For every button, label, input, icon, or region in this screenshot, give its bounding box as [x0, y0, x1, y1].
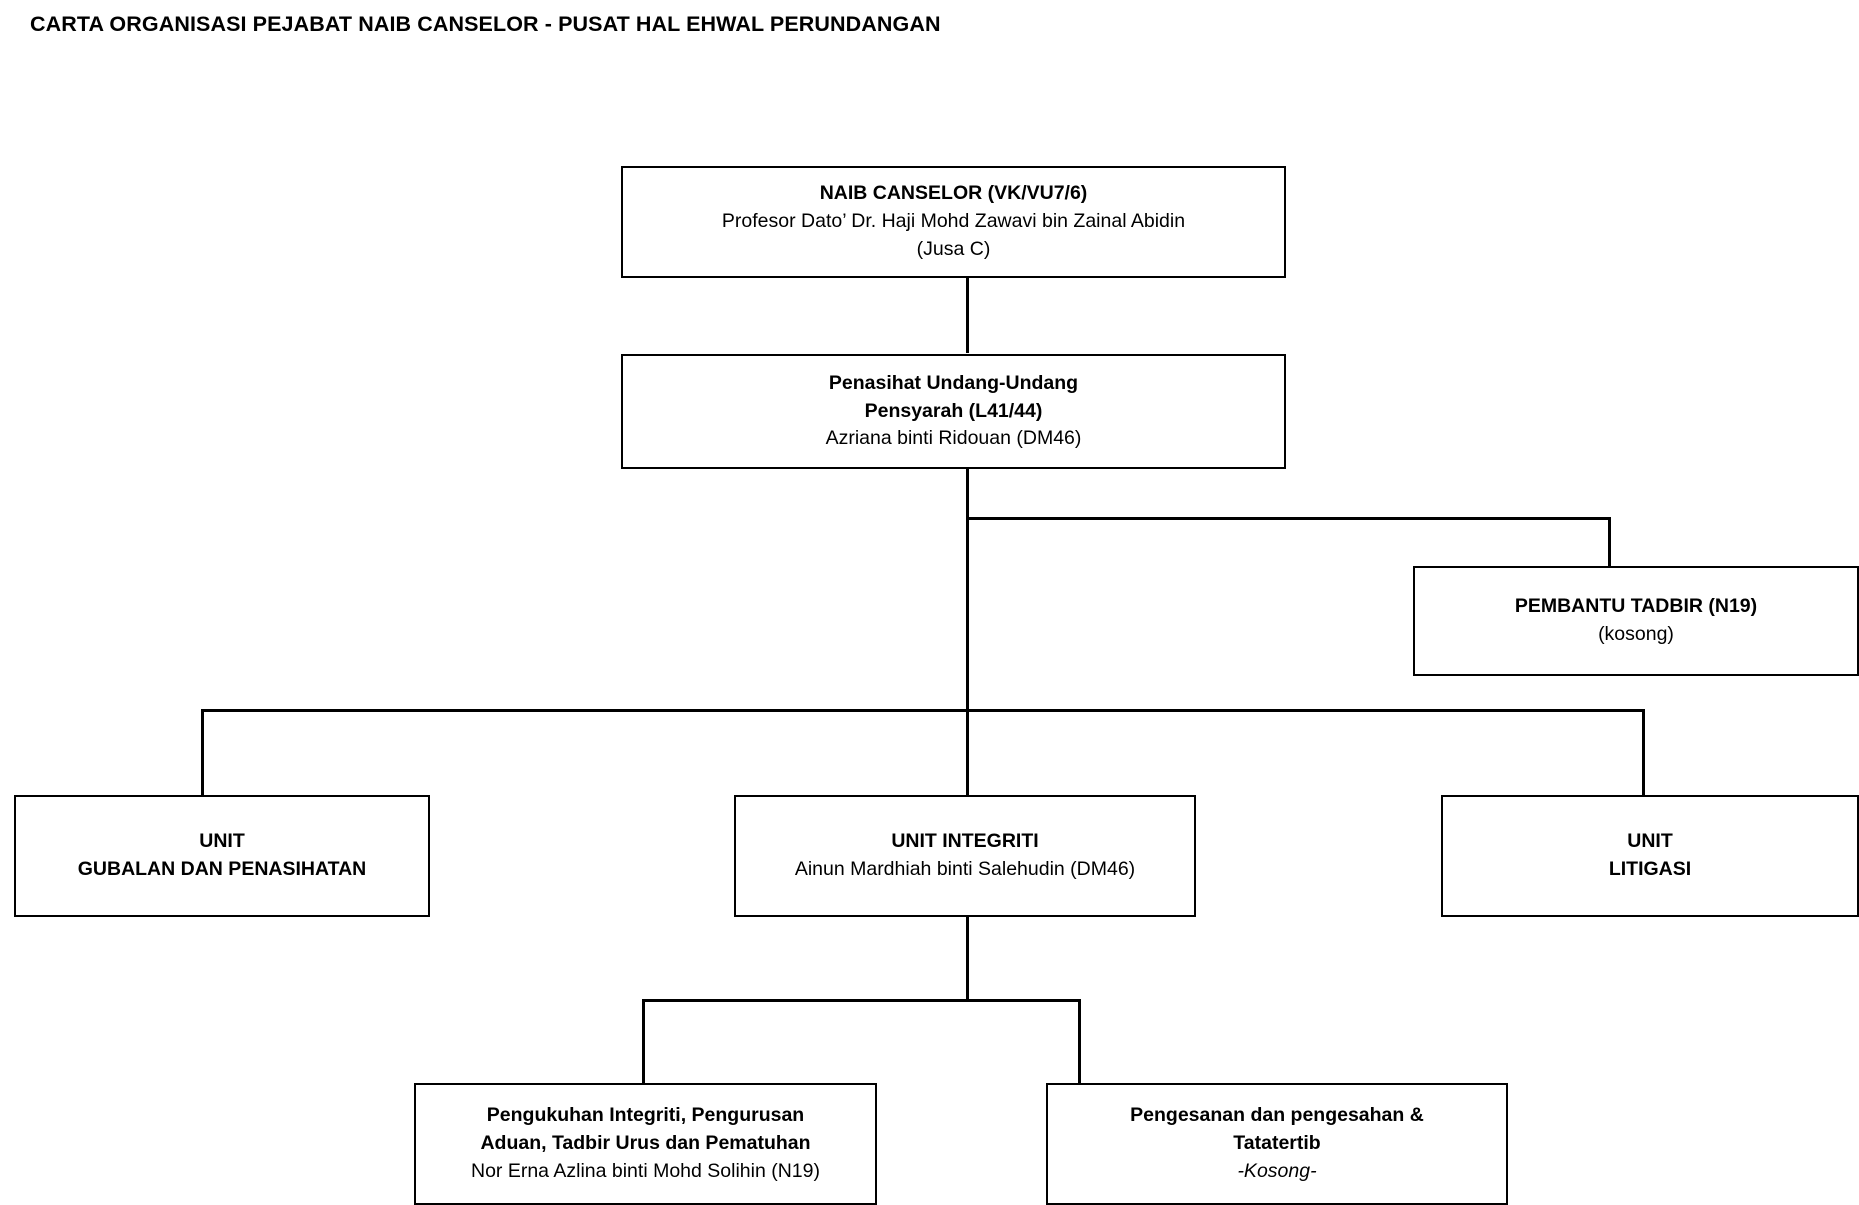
connector-pengukuhan-drop	[642, 999, 645, 1083]
node-naib-canselor-name: Profesor Dato’ Dr. Haji Mohd Zawavi bin …	[721, 210, 1186, 233]
node-unit-integriti[interactable]: UNIT INTEGRITI Ainun Mardhiah binti Sale…	[734, 795, 1196, 917]
node-pembantu-tadbir-title: PEMBANTU TADBIR (N19)	[1514, 595, 1758, 618]
node-pengesanan-line2: Tatatertib	[1233, 1132, 1321, 1155]
connector-unit-gubalan-drop	[201, 709, 204, 797]
node-pembantu-tadbir-status: (kosong)	[1598, 623, 1674, 645]
node-pengukuhan-line1: Pengukuhan Integriti, Pengurusan	[486, 1104, 805, 1127]
connector-integriti-fork-bar	[642, 999, 1081, 1002]
node-pengesanan-pengesahan[interactable]: Pengesanan dan pengesahan & Tatatertib -…	[1046, 1083, 1508, 1205]
node-pengukuhan-name: Nor Erna Azlina binti Mohd Solihin (N19)	[470, 1159, 820, 1182]
connector-pembantu-horizontal	[966, 517, 1611, 520]
node-unit-gubalan-line2: GUBALAN DAN PENASIHATAN	[77, 858, 367, 880]
connector-naib-to-penasihat	[966, 277, 969, 353]
node-unit-gubalan-dan-penasihatan[interactable]: UNIT GUBALAN DAN PENASIHATAN	[14, 795, 430, 917]
node-unit-litigasi-line2: LITIGASI	[1608, 858, 1692, 880]
node-penasihat-title: Penasihat Undang-Undang	[828, 371, 1079, 394]
node-naib-canselor-grade: (Jusa C)	[916, 237, 991, 260]
node-penasihat-undang-undang[interactable]: Penasihat Undang-Undang Pensyarah (L41/4…	[621, 354, 1286, 469]
connector-pengesanan-drop	[1078, 999, 1081, 1083]
node-naib-canselor-title: NAIB CANSELOR (VK/VU7/6)	[819, 182, 1088, 205]
connector-penasihat-trunk	[966, 468, 969, 795]
node-unit-litigasi[interactable]: UNIT LITIGASI	[1441, 795, 1859, 917]
connector-integriti-stem	[966, 917, 969, 1001]
connector-pembantu-drop	[1608, 517, 1611, 568]
node-unit-integriti-title: UNIT INTEGRITI	[891, 830, 1039, 853]
node-unit-gubalan-line1: UNIT	[199, 830, 245, 853]
connector-unit-litigasi-drop	[1642, 709, 1645, 797]
node-penasihat-subtitle: Pensyarah (L41/44)	[864, 399, 1043, 422]
node-pengesanan-status: -Kosong-	[1237, 1159, 1317, 1182]
connector-unit-row-bar	[201, 709, 1645, 712]
node-penasihat-name: Azriana binti Ridouan (DM46)	[825, 427, 1082, 450]
page-title: CARTA ORGANISASI PEJABAT NAIB CANSELOR -…	[30, 12, 941, 36]
node-pengesanan-line1: Pengesanan dan pengesahan &	[1130, 1104, 1424, 1127]
node-pengukuhan-line2: Aduan, Tadbir Urus dan Pematuhan	[480, 1132, 811, 1155]
node-pembantu-tadbir[interactable]: PEMBANTU TADBIR (N19) (kosong)	[1413, 566, 1859, 676]
node-pengukuhan-integriti[interactable]: Pengukuhan Integriti, Pengurusan Aduan, …	[414, 1083, 877, 1205]
node-naib-canselor[interactable]: NAIB CANSELOR (VK/VU7/6) Profesor Dato’ …	[621, 166, 1286, 278]
node-unit-litigasi-line1: UNIT	[1627, 830, 1673, 853]
node-unit-integriti-name: Ainun Mardhiah binti Salehudin (DM46)	[794, 858, 1136, 880]
